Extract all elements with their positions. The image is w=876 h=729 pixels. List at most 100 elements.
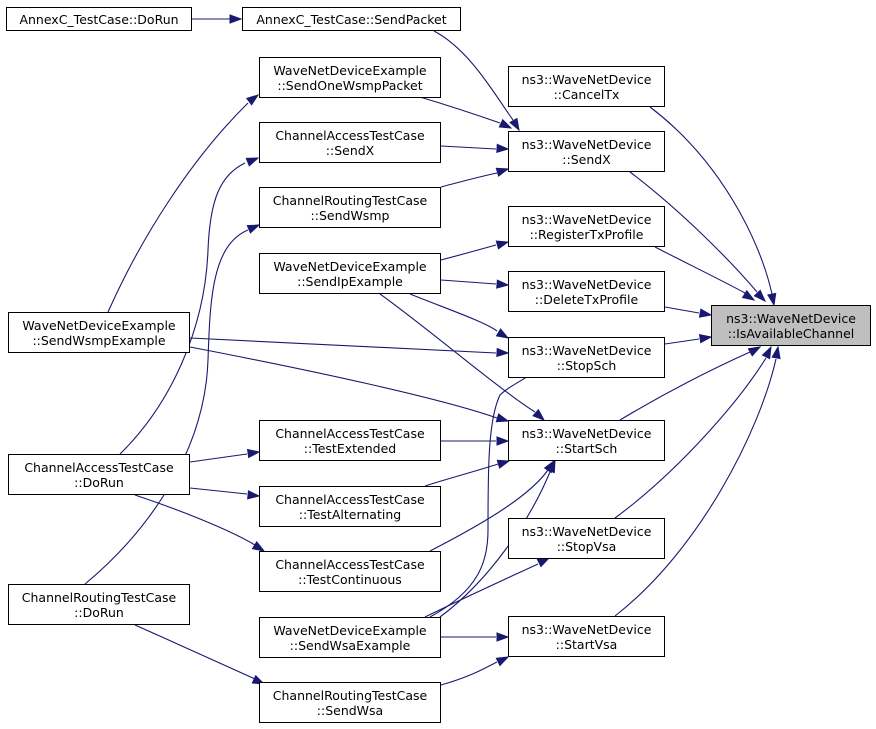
arrowhead [767, 292, 777, 307]
node-label-line: ns3::WaveNetDevice [521, 621, 652, 637]
edge-line [440, 145, 497, 150]
edge-testextended-to-startsch [441, 436, 510, 446]
edge-catc-dorun-to-testextended [189, 448, 261, 463]
edge-line [654, 246, 746, 294]
edge-annexc-dorun-to-sendpacket [192, 14, 243, 24]
edge-sendwsa-to-stopvsa [424, 557, 551, 618]
node-catc-dorun[interactable]: ChannelAccessTestCase::DoRun [8, 454, 190, 495]
node-label-line: ns3::WaveNetDevice [521, 425, 652, 441]
arrowhead [229, 14, 243, 24]
node-crtc-dorun[interactable]: ChannelRoutingTestCase::DoRun [8, 584, 190, 625]
edge-sendwsmpexample-to-startsch [189, 346, 510, 423]
node-label-line: ::SendWsmp [310, 207, 390, 223]
node-wnd-registertx[interactable]: ns3::WaveNetDevice::RegisterTxProfile [508, 206, 665, 247]
edge-line [433, 30, 514, 121]
node-label-line: ::DeleteTxProfile [534, 291, 639, 307]
edge-line [649, 106, 773, 295]
arrowhead [509, 117, 520, 132]
node-label-line: ::DoRun [74, 474, 124, 490]
edge-line [664, 306, 700, 314]
node-wnd-canceltx[interactable]: ns3::WaveNetDevice::CancelTx [508, 66, 665, 107]
node-label-line: ns3::WaveNetDevice [521, 342, 652, 358]
node-wnde-sendwsmpexample[interactable]: WaveNetDeviceExample::SendWsmpExample [8, 312, 190, 353]
edge-crtc-dorun-to-crtc-sendwsa [134, 624, 266, 685]
edge-line [134, 624, 256, 680]
arrowhead [747, 346, 762, 357]
edge-line [189, 337, 497, 354]
arrowhead [247, 490, 261, 500]
edge-line [84, 229, 249, 585]
arrowhead [698, 308, 713, 318]
node-label-line: ns3::WaveNetDevice [726, 310, 856, 326]
edge-line [379, 293, 536, 413]
node-annexc-dorun[interactable]: AnnexC_TestCase::DoRun [6, 7, 192, 31]
node-label-line: ::SendWsmpExample [32, 332, 166, 348]
node-label-line: ChannelRoutingTestCase [21, 589, 177, 605]
node-label-line: ChannelAccessTestCase [275, 556, 425, 572]
node-wnd-sendx[interactable]: ns3::WaveNetDevice::SendX [508, 131, 665, 172]
edge-line [409, 293, 498, 332]
arrowhead [761, 345, 772, 360]
node-label-line: ChannelAccessTestCase [275, 425, 425, 441]
node-wnde-sendip[interactable]: WaveNetDeviceExample::SendIpExample [259, 253, 441, 294]
edge-wnd-sendx-to-isavailable [629, 171, 767, 303]
edge-catc-sendx-to-wnd-sendx [440, 143, 510, 154]
node-label-line: ChannelAccessTestCase [275, 491, 425, 507]
node-catc-sendx[interactable]: ChannelAccessTestCase::SendX [259, 122, 441, 163]
node-label-line: WaveNetDeviceExample [273, 622, 427, 638]
edge-line [134, 494, 256, 546]
node-catc-testcontinuous[interactable]: ChannelAccessTestCase::TestContinuous [259, 551, 441, 592]
edge-line [440, 279, 497, 285]
arrowhead [246, 224, 261, 234]
edge-sendwsmpexample-to-stopsch [189, 337, 510, 358]
edge-sendwsmpexample-to-sendonewsmp [107, 94, 260, 313]
edge-catc-dorun-to-catc-sendx [119, 157, 260, 455]
node-label-line: ::SendX [325, 142, 375, 158]
arrowhead [495, 167, 510, 177]
node-wnde-sendwsa[interactable]: WaveNetDeviceExample::SendWsaExample [259, 617, 441, 658]
arrowhead [495, 240, 510, 250]
edge-line [189, 346, 498, 419]
node-catc-testalternating[interactable]: ChannelAccessTestCase::TestAlternating [259, 486, 441, 527]
edge-line [107, 102, 249, 313]
edge-line [424, 563, 539, 618]
edge-line [189, 453, 248, 463]
node-label-line: ::SendX [562, 151, 611, 167]
edge-line [440, 661, 498, 686]
edge-crtc-sendwsa-to-startvsa [440, 656, 510, 686]
node-label-line: ::StopVsa [556, 538, 617, 554]
node-wnd-stopsch[interactable]: ns3::WaveNetDevice::StopSch [508, 337, 665, 378]
node-label-line: WaveNetDeviceExample [273, 258, 427, 274]
node-label-line: ns3::WaveNetDevice [521, 211, 652, 227]
edge-line [440, 172, 498, 188]
arrowhead [495, 413, 510, 423]
arrowhead [546, 459, 556, 474]
edge-line [664, 338, 700, 345]
node-label-line: ::SendOneWsmpPacket [277, 77, 423, 93]
node-label-line: ChannelAccessTestCase [24, 459, 174, 475]
node-catc-testextended[interactable]: ChannelAccessTestCase::TestExtended [259, 420, 441, 461]
edge-deletetx-to-isavailable [664, 306, 713, 318]
arrowhead [496, 279, 510, 289]
node-label-line: AnnexC_TestCase::SendPacket [256, 11, 447, 27]
node-wnd-startsch[interactable]: ns3::WaveNetDevice::StartSch [508, 420, 665, 461]
node-label-line: ::IsAvailableChannel [727, 325, 855, 341]
edge-catc-dorun-to-testcontinuous [134, 494, 266, 552]
node-label-line: ns3::WaveNetDevice [521, 276, 652, 292]
node-wnde-sendonewsmp[interactable]: WaveNetDeviceExample::SendOneWsmpPacket [259, 57, 441, 98]
node-wnd-startvsa[interactable]: ns3::WaveNetDevice::StartVsa [508, 616, 665, 657]
node-crtc-sendwsmp[interactable]: ChannelRoutingTestCase::SendWsmp [259, 187, 441, 228]
edge-sendonewsmp-to-wnd-sendx [419, 96, 513, 129]
arrowhead [251, 540, 266, 552]
edge-line [439, 471, 551, 618]
node-crtc-sendwsa[interactable]: ChannelRoutingTestCase::SendWsa [259, 682, 441, 723]
node-annexc-sendpacket[interactable]: AnnexC_TestCase::SendPacket [242, 7, 461, 31]
node-wnd-stopvsa[interactable]: ns3::WaveNetDevice::StopVsa [508, 518, 665, 559]
node-label-line: ::SendIpExample [297, 273, 403, 289]
node-label-line: AnnexC_TestCase::DoRun [19, 11, 179, 27]
arrowhead [495, 656, 510, 667]
edge-stopvsa-to-isavailable [614, 345, 772, 519]
edge-sendwsa-to-startvsa [441, 632, 510, 642]
edge-canceltx-to-isavailable [649, 106, 777, 307]
node-wnd-deletetx[interactable]: ns3::WaveNetDevice::DeleteTxProfile [508, 271, 665, 312]
